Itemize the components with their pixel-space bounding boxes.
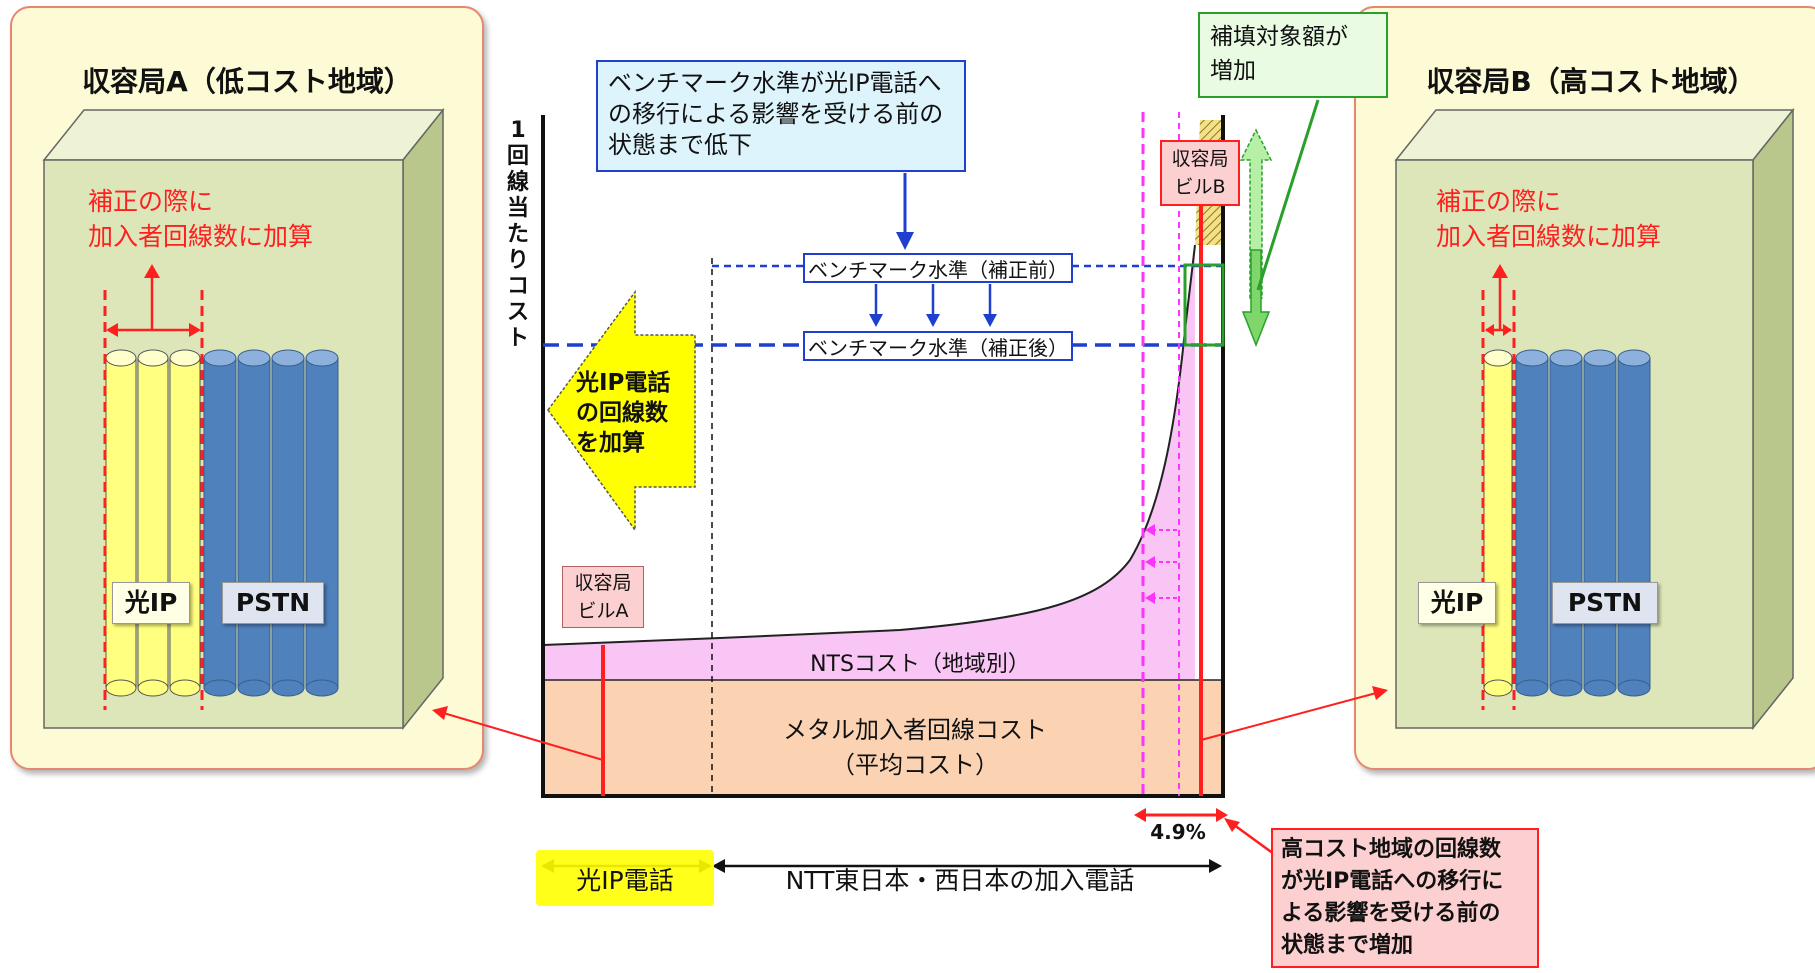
add-lines-arrow	[547, 289, 696, 533]
add-lines-label: 光IP電話 の回線数 を加算	[576, 370, 671, 456]
station-a-title: 収容局A（低コスト地域）	[82, 65, 412, 98]
y-axis-label: 1回線当たりコスト	[506, 118, 529, 351]
label-ip-a: 光IP	[112, 582, 190, 624]
benchmark-after-label: ベンチマーク水準（補正後）	[803, 331, 1073, 361]
building-a-label: 収容局 ビルA	[562, 566, 644, 628]
green-double-arrow	[1239, 128, 1273, 348]
fiber-ip-cylinder-b	[1483, 349, 1513, 697]
building-b-label: 収容局 ビルB	[1160, 140, 1240, 206]
metal-cost-sub: （平均コスト）	[831, 751, 999, 779]
fiber-ip-cylinders-a	[105, 349, 201, 697]
nts-cost-area	[543, 245, 1195, 680]
benchmark-before-label: ベンチマーク水準（補正前）	[803, 253, 1073, 283]
ntt-phones-label: NTT東日本・西日本の加入電話	[785, 866, 1135, 895]
nts-cost-label: NTSコスト（地域別）	[810, 652, 1030, 677]
cost-curve	[542, 244, 1196, 646]
percent-label: 4.9%	[1150, 820, 1206, 844]
label-pstn-a: PSTN	[222, 582, 324, 624]
note-a: 補正の際に 加入者回線数に加算	[88, 187, 314, 251]
benchmark-down-arrows	[874, 284, 992, 318]
note-b: 補正の際に 加入者回線数に加算	[1436, 187, 1662, 251]
metal-cost-area	[543, 680, 1223, 794]
benchmark-callout: ベンチマーク水準が光IP電話へ の移行による影響を受ける前の 状態まで低下	[596, 60, 966, 172]
callout-arrow-head	[896, 232, 914, 250]
pstn-cylinders-a	[203, 349, 339, 697]
hikari-highlight	[536, 850, 714, 906]
hikari-ip-label: 光IP電話	[576, 866, 674, 895]
compensation-box	[1183, 263, 1225, 347]
metal-cost-label: メタル加入者回線コスト	[783, 716, 1047, 744]
station-b-title: 収容局B（高コスト地域）	[1426, 65, 1756, 98]
compensation-callout: 補填対象額が 増加	[1198, 12, 1388, 98]
pstn-cylinders-b	[1515, 349, 1651, 697]
label-ip-b: 光IP	[1418, 582, 1496, 624]
label-pstn-b: PSTN	[1552, 582, 1658, 624]
high-cost-callout: 高コスト地域の回線数 が光IP電話への移行に よる影響を受ける前の 状態まで増加	[1271, 828, 1539, 968]
